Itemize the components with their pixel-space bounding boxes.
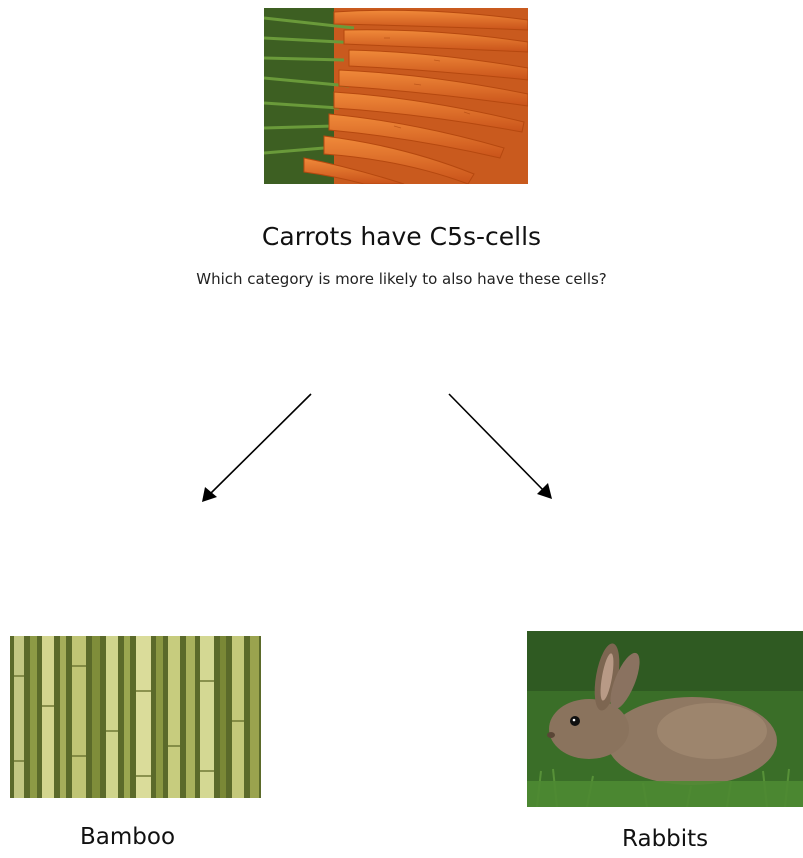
prompt-question: Which category is more likely to also ha… <box>0 270 803 288</box>
rabbit-photo <box>527 631 803 807</box>
bamboo-photo <box>10 636 261 798</box>
carrots-photo <box>264 8 528 184</box>
option-label-bamboo: Bamboo <box>80 824 175 850</box>
arrow-to-bamboo <box>202 394 311 502</box>
option-label-rabbits: Rabbits <box>622 826 708 852</box>
arrow-to-rabbits <box>449 394 552 499</box>
prompt-title: Carrots have C5s-cells <box>0 222 803 251</box>
